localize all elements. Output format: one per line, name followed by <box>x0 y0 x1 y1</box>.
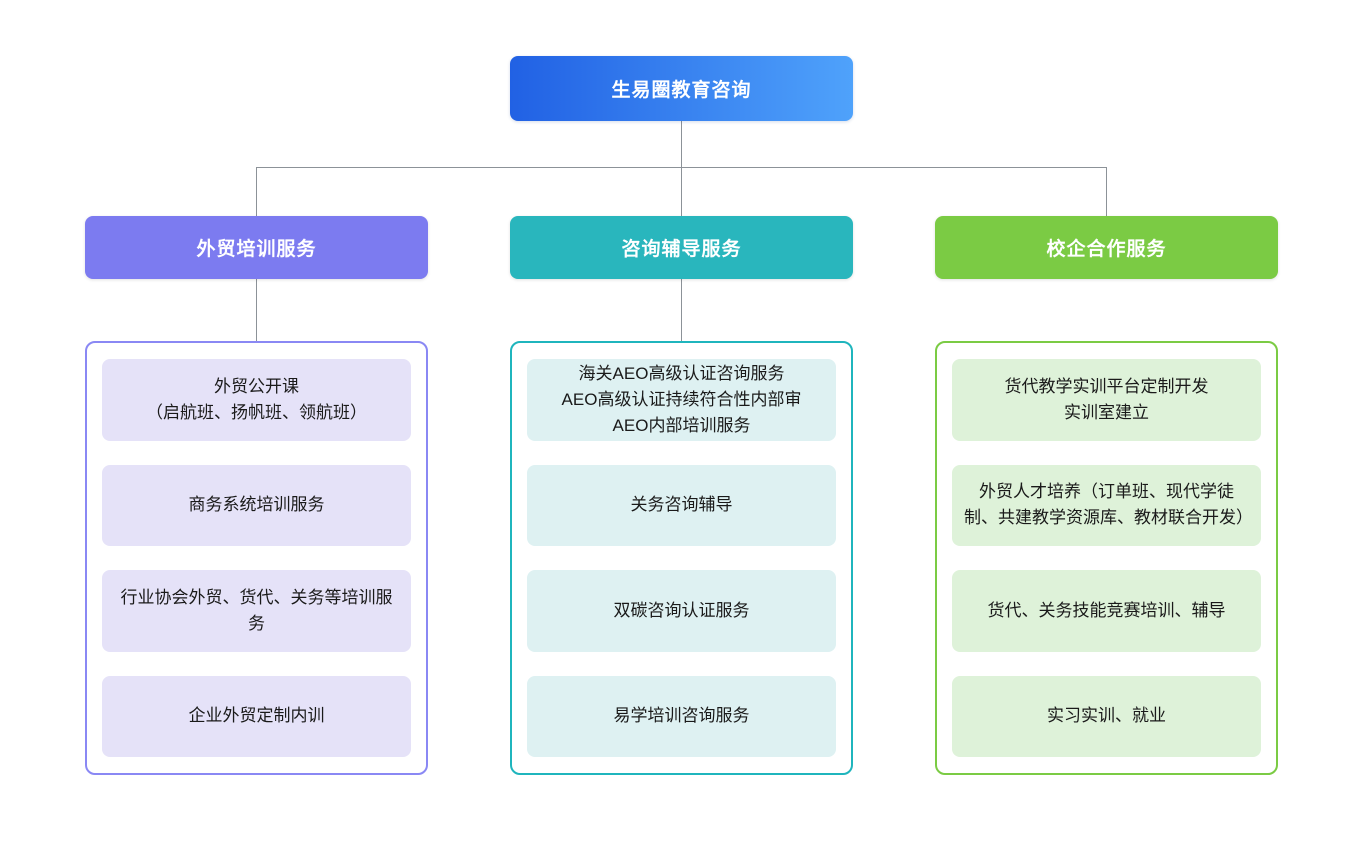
service-item: 实习实训、就业 <box>952 675 1261 757</box>
service-item-label: 海关AEO高级认证咨询服务 AEO高级认证持续符合性内部审 AEO内部培训服务 <box>561 363 802 435</box>
service-item-label: 货代教学实训平台定制开发 实训室建立 <box>1004 376 1209 422</box>
branch-consulting: 咨询辅导服务 海关AEO高级认证咨询服务 AEO高级认证持续符合性内部审 AEO… <box>510 216 853 775</box>
branch-body: 货代教学实训平台定制开发 实训室建立 外贸人才培养（订单班、现代学徒制、共建教学… <box>935 341 1278 775</box>
branch-school-enterprise: 校企合作服务 货代教学实训平台定制开发 实训室建立 外贸人才培养（订单班、现代学… <box>935 216 1278 775</box>
root-node: 生易圈教育咨询 <box>510 56 853 121</box>
connector-drop-middle <box>681 167 682 217</box>
service-item-label: 双碳咨询认证服务 <box>613 600 750 620</box>
branch-header: 校企合作服务 <box>935 216 1278 279</box>
branch-trade-training: 外贸培训服务 外贸公开课 （启航班、扬帆班、领航班） 商务系统培训服务 行业协会… <box>85 216 428 775</box>
service-item: 双碳咨询认证服务 <box>527 570 836 652</box>
service-item: 外贸人才培养（订单班、现代学徒制、共建教学资源库、教材联合开发） <box>952 464 1261 546</box>
service-item-label: 行业协会外贸、货代、关务等培训服务 <box>120 587 393 633</box>
service-item: 货代教学实训平台定制开发 实训室建立 <box>952 359 1261 441</box>
service-item-label: 外贸人才培养（订单班、现代学徒制、共建教学资源库、教材联合开发） <box>964 482 1253 528</box>
root-node-label: 生易圈教育咨询 <box>611 80 752 101</box>
branch-header-label: 咨询辅导服务 <box>621 239 742 260</box>
service-item-label: 实习实训、就业 <box>1047 706 1166 726</box>
service-item-label: 货代、关务技能竞赛培训、辅导 <box>987 600 1226 620</box>
service-item: 海关AEO高级认证咨询服务 AEO高级认证持续符合性内部审 AEO内部培训服务 <box>527 359 836 441</box>
connector-root-drop <box>681 121 682 168</box>
service-item-label: 企业外贸定制内训 <box>188 706 325 726</box>
branch-header-label: 校企合作服务 <box>1046 239 1167 260</box>
service-item-label: 商务系统培训服务 <box>188 495 325 515</box>
service-item: 关务咨询辅导 <box>527 464 836 546</box>
service-item: 易学培训咨询服务 <box>527 675 836 757</box>
service-item: 外贸公开课 （启航班、扬帆班、领航班） <box>102 359 411 441</box>
branch-header-label: 外贸培训服务 <box>196 239 317 260</box>
branch-header: 咨询辅导服务 <box>510 216 853 279</box>
service-item: 企业外贸定制内训 <box>102 675 411 757</box>
service-item-label: 外贸公开课 （启航班、扬帆班、领航班） <box>146 376 367 422</box>
connector-drop-left <box>256 167 257 217</box>
service-item: 商务系统培训服务 <box>102 464 411 546</box>
service-item-label: 关务咨询辅导 <box>630 495 733 515</box>
connector-header-body-middle <box>681 279 682 341</box>
service-item: 行业协会外贸、货代、关务等培训服务 <box>102 570 411 652</box>
service-item: 货代、关务技能竞赛培训、辅导 <box>952 570 1261 652</box>
branch-body: 外贸公开课 （启航班、扬帆班、领航班） 商务系统培训服务 行业协会外贸、货代、关… <box>85 341 428 775</box>
connector-drop-right <box>1106 167 1107 217</box>
connector-header-body-left <box>256 279 257 341</box>
branch-header: 外贸培训服务 <box>85 216 428 279</box>
branch-body: 海关AEO高级认证咨询服务 AEO高级认证持续符合性内部审 AEO内部培训服务 … <box>510 341 853 775</box>
service-item-label: 易学培训咨询服务 <box>613 706 750 726</box>
